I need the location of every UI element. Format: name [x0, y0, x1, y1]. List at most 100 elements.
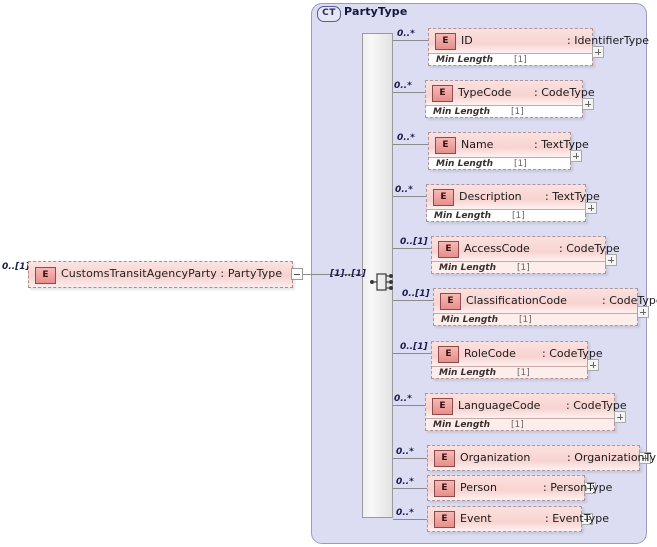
plus-toggle-icon[interactable]	[582, 98, 594, 110]
plus-toggle-icon[interactable]	[592, 46, 604, 58]
facet-label: Min Length	[433, 107, 490, 117]
element-box-header	[429, 29, 592, 53]
element-name: TypeCode	[458, 86, 512, 99]
plus-toggle-icon[interactable]	[570, 150, 582, 162]
connector-line	[393, 144, 428, 145]
element-box-facets	[427, 209, 585, 221]
connector-line	[393, 488, 427, 489]
sequence-cardinality: [1]..[1]	[330, 269, 366, 279]
facet-label: Min Length	[434, 211, 491, 221]
element-name: RoleCode	[464, 347, 516, 360]
child-cardinality: 0..*	[394, 81, 412, 91]
facet-value: [1]	[511, 107, 524, 117]
element-box-header	[428, 446, 639, 470]
element-name: ID	[461, 34, 473, 47]
root-element-box[interactable]: E CustomsTransitAgencyParty : PartyType	[28, 261, 293, 288]
facet-label: Min Length	[439, 368, 496, 378]
plus-toggle-icon[interactable]	[585, 202, 597, 214]
connector-line	[393, 405, 425, 406]
facet-value: [1]	[512, 211, 525, 221]
facet-label: Min Length	[433, 420, 490, 430]
element-box-facets	[429, 157, 570, 169]
element-type: : CodeType	[566, 399, 627, 412]
element-badge-icon: E	[434, 511, 455, 528]
element-type: : TextType	[534, 138, 589, 151]
element-type: : CodeType	[602, 294, 657, 307]
facet-value: [1]	[514, 55, 527, 65]
complextype-badge-icon: CT	[317, 6, 341, 22]
connector-line	[393, 353, 431, 354]
facet-label: Min Length	[436, 159, 493, 169]
connector-line	[393, 92, 425, 93]
element-name: Name	[461, 138, 494, 151]
child-cardinality: 0..[1]	[400, 342, 428, 352]
minus-toggle-icon[interactable]	[291, 268, 303, 280]
element-box[interactable]: E Organization : OrganizationType	[427, 445, 657, 471]
element-type: : CodeType	[534, 86, 595, 99]
child-cardinality: 0..*	[396, 508, 414, 518]
child-cardinality: 0..*	[396, 447, 414, 457]
element-box-facets	[426, 105, 582, 117]
element-badge-icon: E	[435, 33, 456, 50]
element-type: : OrganizationType	[567, 451, 657, 464]
root-element-cardinality: 0..[1]	[2, 262, 30, 272]
plus-toggle-icon[interactable]	[639, 452, 651, 464]
facet-label: Min Length	[436, 55, 493, 65]
connector-root-to-sequence	[303, 274, 362, 275]
element-box-header	[434, 289, 637, 313]
element-type: : PersonType	[543, 481, 613, 494]
connector-line	[393, 300, 433, 301]
element-name: ClassificationCode	[466, 294, 567, 307]
connector-line	[393, 196, 426, 197]
element-name: AccessCode	[464, 242, 530, 255]
facet-value: [1]	[517, 368, 530, 378]
element-badge-icon: E	[434, 450, 455, 467]
element-badge-icon: E	[432, 85, 453, 102]
sequence-compositor-icon	[370, 270, 394, 294]
element-box-facets	[432, 261, 605, 273]
element-name: Event	[460, 512, 492, 525]
element-box-facets	[434, 313, 637, 325]
element-type: : CodeType	[559, 242, 620, 255]
element-name: Organization	[460, 451, 531, 464]
facet-value: [1]	[519, 315, 532, 325]
plus-toggle-icon[interactable]	[587, 359, 599, 371]
facet-value: [1]	[514, 159, 527, 169]
plus-toggle-icon[interactable]	[581, 513, 593, 525]
element-type: : CodeType	[542, 347, 603, 360]
element-badge-icon: E	[432, 398, 453, 415]
plus-toggle-icon[interactable]	[605, 254, 617, 266]
element-badge-icon: E	[440, 293, 461, 310]
connector-line	[393, 458, 427, 459]
plus-toggle-icon[interactable]	[584, 482, 596, 494]
element-box[interactable]: E Event : EventType	[427, 506, 609, 532]
element-badge-icon: E	[438, 241, 459, 258]
child-cardinality: 0..*	[397, 29, 415, 39]
element-box-facets	[432, 366, 587, 378]
element-badge-icon: E	[433, 189, 454, 206]
element-type: : EventType	[545, 512, 609, 525]
element-badge-icon: E	[435, 137, 456, 154]
facet-label: Min Length	[441, 315, 498, 325]
plus-toggle-icon[interactable]	[637, 306, 649, 318]
element-box-header	[432, 237, 605, 261]
facet-value: [1]	[511, 420, 524, 430]
element-badge-icon: E	[438, 346, 459, 363]
complextype-title: PartyType	[344, 5, 408, 18]
element-type: : IdentifierType	[567, 34, 650, 47]
element-name: Description	[459, 190, 522, 203]
plus-toggle-icon[interactable]	[614, 411, 626, 423]
element-type: : TextType	[545, 190, 600, 203]
child-cardinality: 0..*	[396, 477, 414, 487]
facet-value: [1]	[517, 263, 530, 273]
